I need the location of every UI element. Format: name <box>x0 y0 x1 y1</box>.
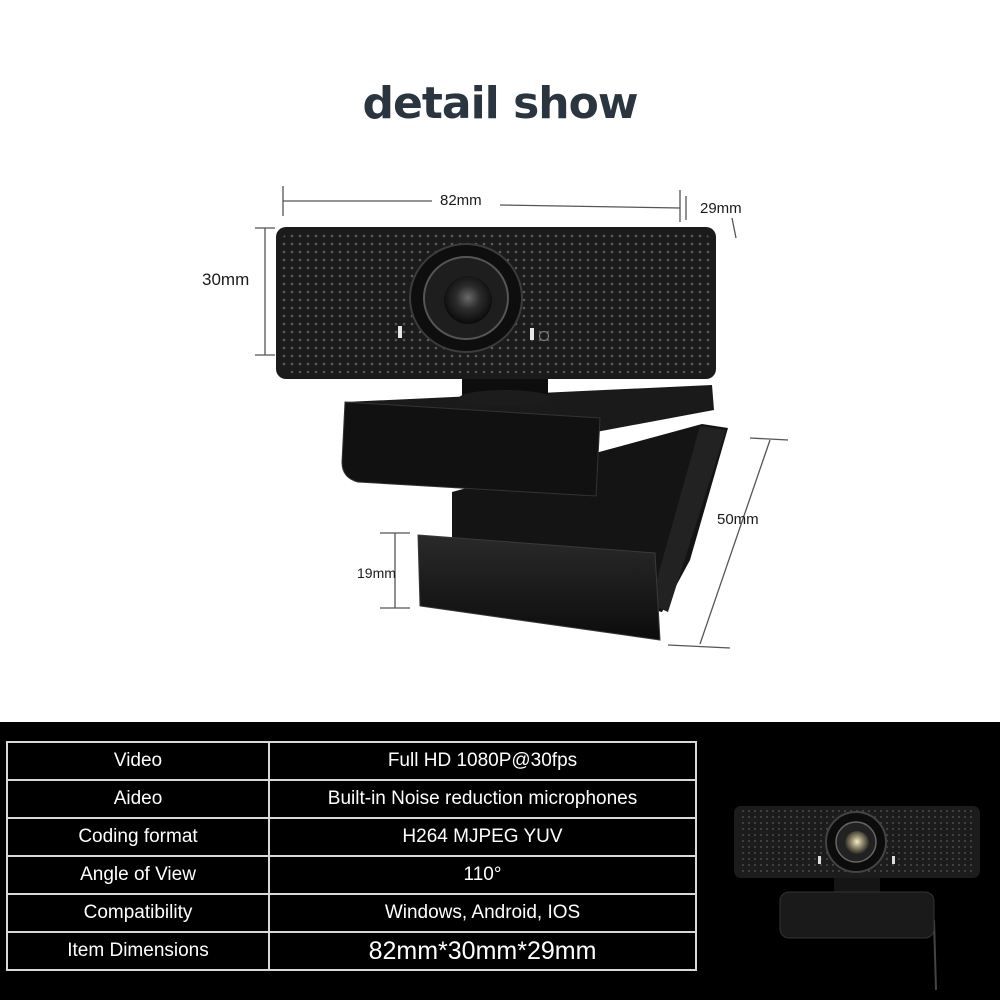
spec-row: Coding format H264 MJPEG YUV <box>6 817 697 857</box>
depth-label: 29mm <box>700 200 742 217</box>
spec-label: Angle of View <box>6 855 270 895</box>
spec-value: 110° <box>268 855 697 895</box>
clip-length-label: 50mm <box>717 511 759 528</box>
height-label: 30mm <box>202 270 250 289</box>
spec-row: Angle of View 110° <box>6 855 697 895</box>
dimension-lines <box>255 186 789 649</box>
spec-label: Coding format <box>6 817 270 857</box>
spec-label: Compatibility <box>6 893 270 933</box>
spec-value: Full HD 1080P@30fps <box>268 741 697 781</box>
spec-row: Video Full HD 1080P@30fps <box>6 741 697 781</box>
spec-row: Item Dimensions 82mm*30mm*29mm <box>6 931 697 971</box>
spec-label: Aideo <box>6 779 270 819</box>
spec-table: Video Full HD 1080P@30fps Aideo Built-in… <box>6 741 697 971</box>
webcam-thumbnail <box>734 806 980 990</box>
spec-value: H264 MJPEG YUV <box>268 817 697 857</box>
spec-value: 82mm*30mm*29mm <box>268 931 697 971</box>
width-label: 82mm <box>440 192 482 209</box>
spec-row: Aideo Built-in Noise reduction microphon… <box>6 779 697 819</box>
spec-row: Compatibility Windows, Android, IOS <box>6 893 697 933</box>
spec-value: Windows, Android, IOS <box>268 893 697 933</box>
clip-height-label: 19mm <box>357 565 396 581</box>
spec-label: Item Dimensions <box>6 931 270 971</box>
spec-label: Video <box>6 741 270 781</box>
webcam-illustration <box>255 186 789 649</box>
spec-value: Built-in Noise reduction microphones <box>268 779 697 819</box>
page-title: detail show <box>362 78 639 129</box>
